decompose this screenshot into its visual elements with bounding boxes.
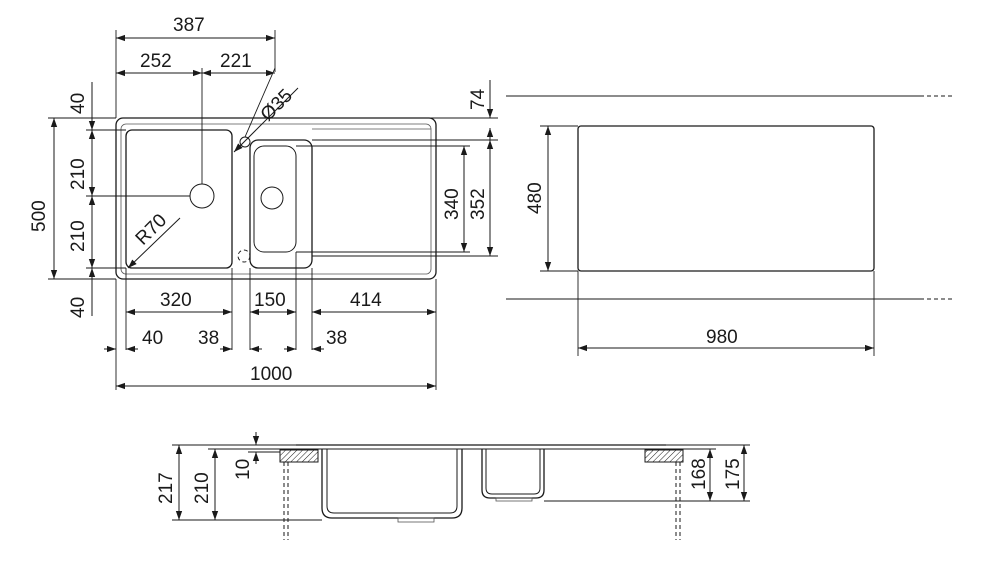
large-bowl-profile (321, 449, 463, 519)
dim-340: 340 (442, 188, 463, 220)
dim-414: 414 (350, 290, 382, 311)
large-bowl (125, 129, 233, 269)
overflow-hole (237, 249, 251, 263)
small-bowl-profile (481, 449, 545, 499)
dim-210-lower: 210 (68, 220, 89, 252)
dim-217: 217 (156, 472, 177, 504)
dim-10: 10 (233, 459, 254, 480)
dim-175: 175 (723, 458, 744, 490)
dim-40-bottom: 40 (68, 297, 89, 318)
dim-40-left: 40 (142, 328, 163, 349)
large-bowl-drain (189, 183, 215, 209)
tap-hole (239, 136, 251, 148)
dim-40-top: 40 (68, 93, 89, 114)
dim-38-right: 38 (326, 328, 347, 349)
dim-210-upper: 210 (68, 158, 89, 190)
dim-480: 480 (525, 182, 546, 214)
dim-168: 168 (689, 458, 710, 490)
dim-radius: R70 (132, 210, 171, 249)
small-bowl (253, 145, 297, 253)
dim-221: 221 (220, 51, 252, 72)
dim-387: 387 (173, 15, 205, 36)
dim-150: 150 (254, 290, 286, 311)
dim-352: 352 (468, 188, 489, 220)
dim-252: 252 (140, 51, 172, 72)
dim-1000: 1000 (250, 364, 292, 385)
dim-tap-diameter: Ø35 (257, 85, 297, 125)
sink-inner-rim (120, 123, 432, 275)
small-bowl-outer (249, 139, 313, 269)
dim-320: 320 (160, 290, 192, 311)
top-view: 387 252 221 Ø35 500 40 210 210 40 R70 (29, 15, 498, 390)
cutout-view: 480 980 (506, 95, 952, 356)
dim-500: 500 (29, 200, 50, 232)
small-bowl-drain (260, 186, 284, 210)
cutout-rect (577, 125, 875, 272)
dim-210-side: 210 (192, 472, 213, 504)
worktop-left (279, 449, 319, 463)
sink-outline (115, 117, 437, 280)
worktop-right (644, 449, 684, 463)
dim-38-left: 38 (198, 328, 219, 349)
dim-980: 980 (706, 327, 738, 348)
side-view: 217 210 10 168 175 (156, 432, 750, 540)
dim-74: 74 (468, 88, 489, 110)
